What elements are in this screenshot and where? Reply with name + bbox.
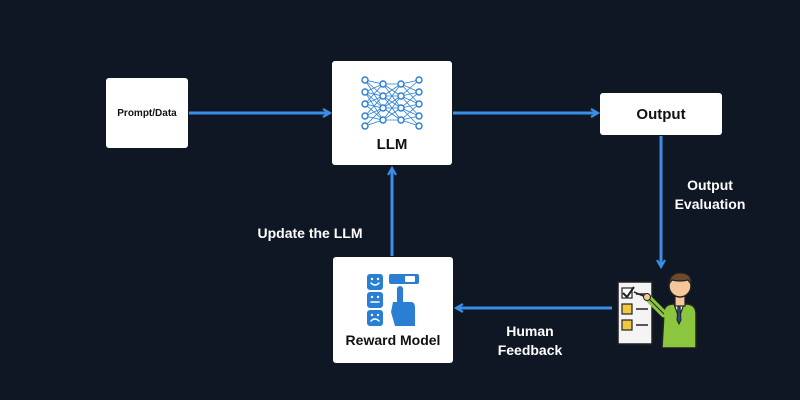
neural-network-icon <box>361 75 423 130</box>
reward-feedback-icon <box>367 274 419 326</box>
human-evaluator-icon <box>617 272 697 348</box>
node-reward-model: Reward Model <box>333 257 453 363</box>
node-prompt-label: Prompt/Data <box>117 107 177 119</box>
node-output-label: Output <box>636 105 686 123</box>
node-llm: LLM <box>332 61 452 165</box>
edge-label-human-feedback-line2: Feedback <box>497 341 563 358</box>
node-output: Output <box>600 93 722 135</box>
edge-label-human-feedback-line1: Human <box>506 323 554 339</box>
edge-label-update-llm: Update the LLM <box>257 225 363 241</box>
edge-label-output-evaluation: Output Evaluation <box>660 176 760 214</box>
edge-label-output-evaluation-line2: Evaluation <box>674 195 746 212</box>
node-reward-label: Reward Model <box>345 332 441 348</box>
node-prompt-data: Prompt/Data <box>106 78 188 148</box>
edge-label-output-evaluation-line1: Output <box>687 177 733 193</box>
node-llm-label: LLM <box>376 135 408 153</box>
edge-label-human-feedback: Human Feedback <box>480 322 580 360</box>
